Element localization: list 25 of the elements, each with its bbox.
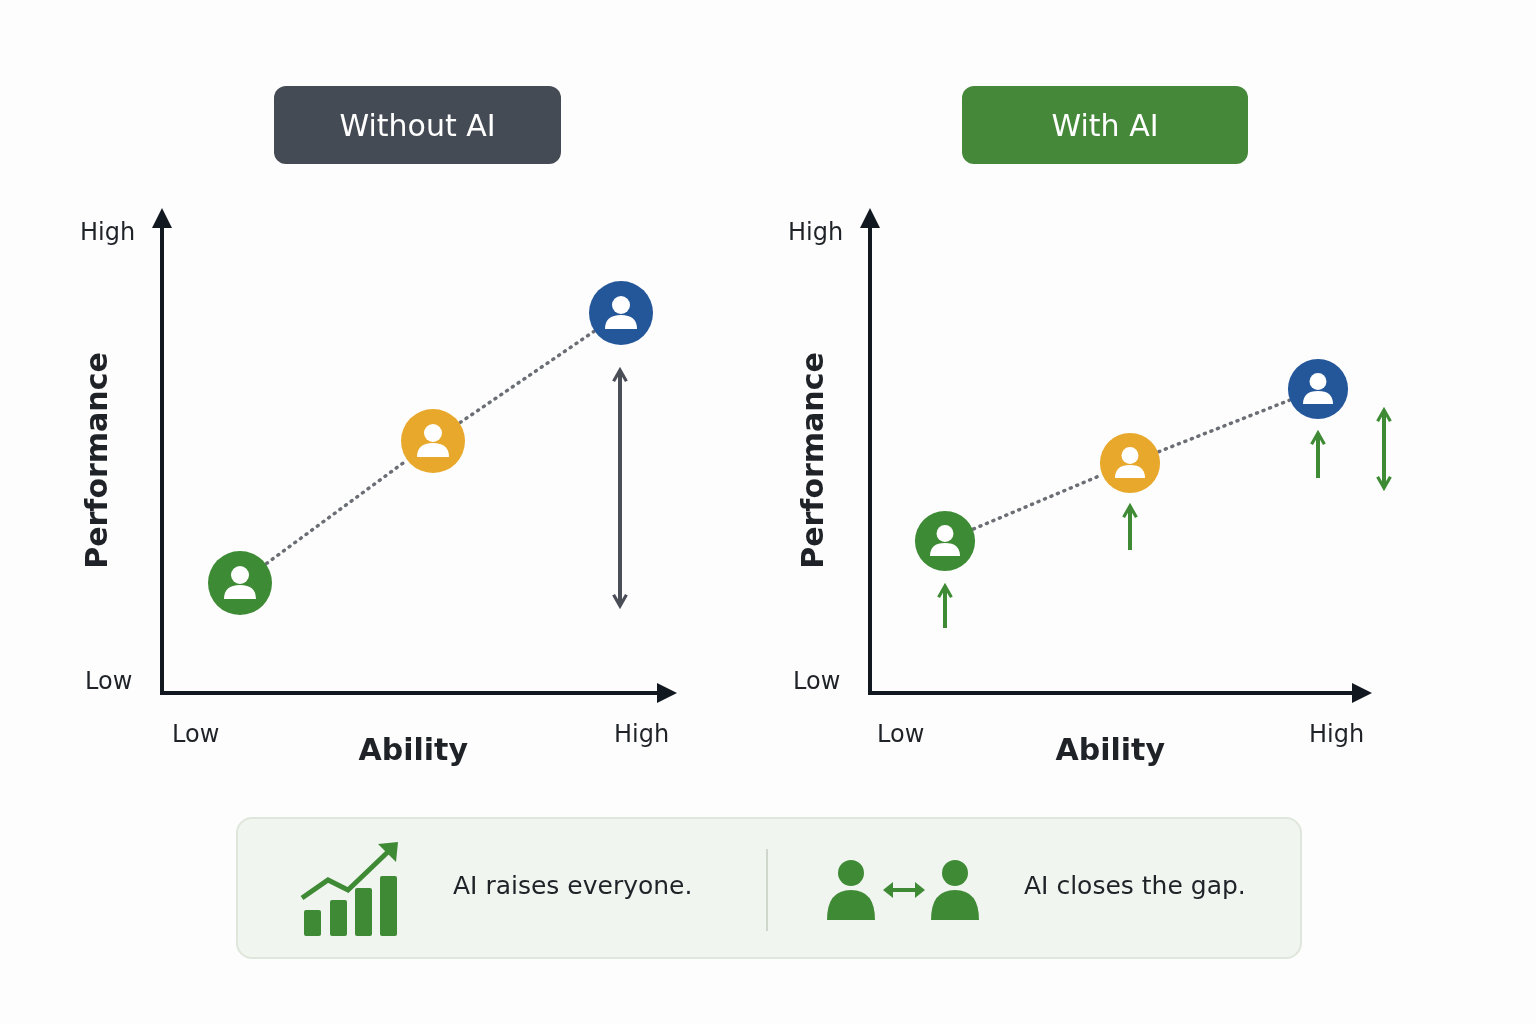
title-badge: With AI (962, 86, 1248, 164)
tick-label: Low (85, 667, 133, 695)
dotted-connector (458, 329, 596, 425)
summary-panel (236, 817, 1302, 959)
tick-label: Low (793, 667, 841, 695)
axis-title: Performance (794, 351, 830, 569)
summary-text: AI raises everyone. (453, 871, 693, 900)
person-avatar-icon (914, 510, 976, 572)
person-avatar-icon (207, 550, 273, 616)
person-avatar-icon (1099, 432, 1161, 494)
tick-label: High (80, 218, 136, 246)
person-avatar-icon (588, 280, 654, 346)
axis-title: Ability (1055, 732, 1165, 767)
tick-label: High (614, 720, 670, 748)
title-badge: Without AI (274, 86, 561, 164)
dotted-connector (1157, 398, 1291, 454)
tick-label: High (1309, 720, 1365, 748)
axis-title: Ability (358, 732, 468, 767)
tick-label: Low (877, 720, 925, 748)
axis-title: Performance (78, 351, 114, 569)
person-avatar-icon (1287, 358, 1349, 420)
person-avatar-icon (400, 408, 466, 474)
summary-text: AI closes the gap. (1024, 871, 1246, 900)
tick-label: Low (172, 720, 220, 748)
tick-label: High (788, 218, 844, 246)
